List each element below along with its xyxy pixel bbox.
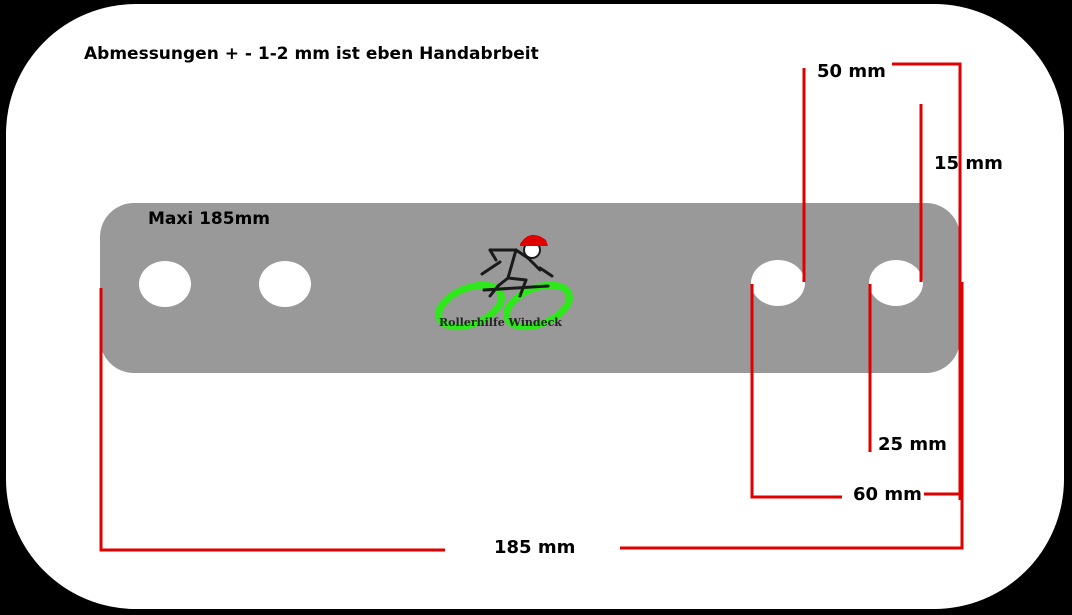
hole-2 — [259, 261, 311, 307]
dim-outer-edge — [892, 62, 962, 500]
dimension-25-label: 25 mm — [878, 434, 947, 455]
dimension-lines — [99, 62, 964, 552]
dimension-50-label: 50 mm — [817, 61, 886, 82]
hole-3 — [751, 260, 805, 306]
hole-1 — [139, 261, 191, 307]
dim-185-left — [99, 288, 445, 552]
dim-60-line — [750, 284, 842, 499]
cyclist-logo-icon — [435, 234, 573, 331]
hole-4 — [869, 260, 923, 306]
dimension-15-label: 15 mm — [934, 153, 1003, 174]
tolerance-note: Abmessungen + - 1-2 mm ist eben Handabrb… — [84, 44, 539, 64]
dimension-60-label: 60 mm — [853, 484, 922, 505]
model-label: Maxi 185mm — [148, 209, 271, 229]
dim-185-right — [620, 282, 964, 550]
logo-text: Rollerhilfe Windeck — [439, 316, 562, 329]
dimension-185-label: 185 mm — [494, 537, 576, 558]
